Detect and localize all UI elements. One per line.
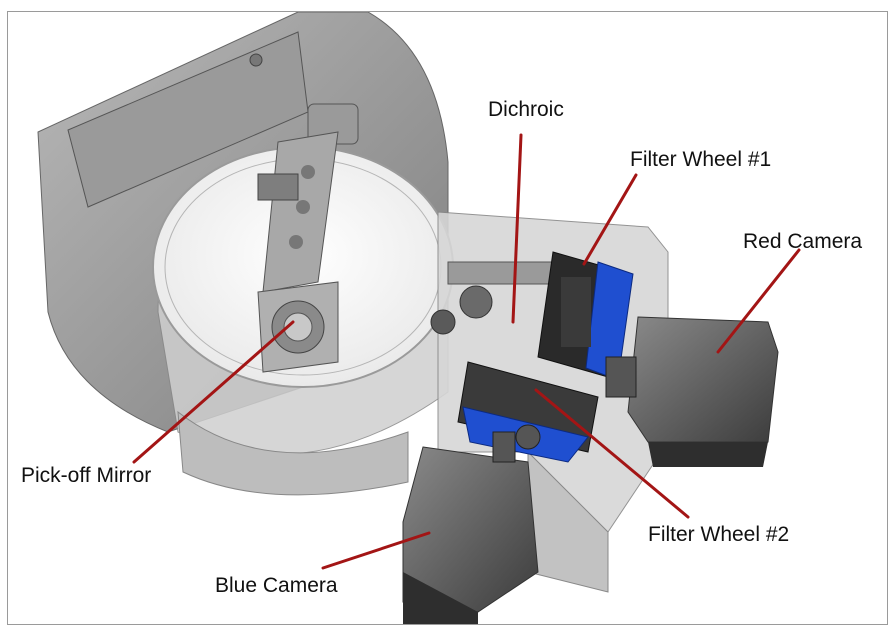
filter-wheel-2	[457, 361, 599, 463]
label-blue-camera: Blue Camera	[215, 574, 338, 597]
leader-blue-camera	[321, 531, 431, 570]
figure-frame: Dichroic Filter Wheel #1 Red Camera Pick…	[7, 11, 888, 625]
label-filter-wheel-2: Filter Wheel #2	[648, 523, 790, 546]
filter-wheel-1	[537, 251, 634, 381]
main-housing	[37, 12, 454, 496]
blue-camera	[402, 431, 539, 624]
leader-filter-wheel-1	[582, 173, 638, 266]
leader-dichroic	[511, 133, 523, 324]
red-camera	[605, 316, 779, 467]
leader-filter-wheel-2	[534, 388, 690, 519]
label-dichroic: Dichroic	[488, 98, 564, 121]
leader-pick-off-mirror	[132, 320, 295, 464]
leader-lines	[132, 133, 801, 570]
leader-red-camera	[716, 248, 801, 354]
label-pick-off-mirror: Pick-off Mirror	[21, 464, 152, 487]
label-filter-wheel-1: Filter Wheel #1	[630, 148, 772, 171]
label-red-camera: Red Camera	[743, 230, 863, 253]
instrument-cad-diagram	[37, 12, 801, 624]
pick-off-arm	[257, 103, 359, 373]
